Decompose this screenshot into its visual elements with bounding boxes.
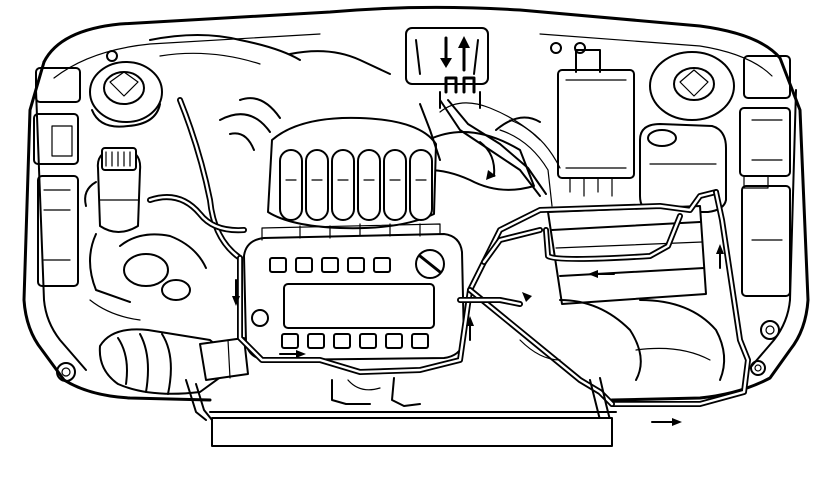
left-fender-panels <box>33 67 81 287</box>
right-fender-panels <box>739 55 791 297</box>
body-outline <box>22 5 810 402</box>
fuel-line-routing <box>237 99 751 407</box>
fan-housing <box>519 299 726 381</box>
fluid-reservoir <box>84 147 142 233</box>
arrow-icon <box>296 350 306 358</box>
down-arrow-icon <box>440 58 452 68</box>
mounting-bolts <box>56 42 780 382</box>
coolant-reservoir <box>639 123 727 213</box>
arrow-icon <box>232 296 240 306</box>
caption-box <box>211 417 613 447</box>
intake-runners <box>267 116 437 230</box>
arrow-icon <box>588 270 598 278</box>
right-strut-tower <box>649 51 735 121</box>
ecu-box <box>557 49 635 197</box>
left-hoses <box>89 97 281 321</box>
arrow-icon <box>522 292 532 302</box>
valve-cover <box>243 223 465 361</box>
relay-box <box>405 27 489 109</box>
bolt-row-top <box>269 257 391 273</box>
flow-arrows <box>232 170 724 426</box>
air-intake-hose <box>98 328 249 395</box>
left-strut-tower <box>89 61 163 128</box>
up-arrow-icon <box>458 36 470 48</box>
arrow-icon <box>486 170 496 180</box>
bolt-row-bottom <box>281 333 429 349</box>
lower-lines <box>185 377 611 421</box>
radiator-bar <box>209 411 617 447</box>
arrow-icon <box>716 244 724 254</box>
arrow-icon <box>672 418 682 426</box>
cowl-blocks <box>149 34 391 75</box>
